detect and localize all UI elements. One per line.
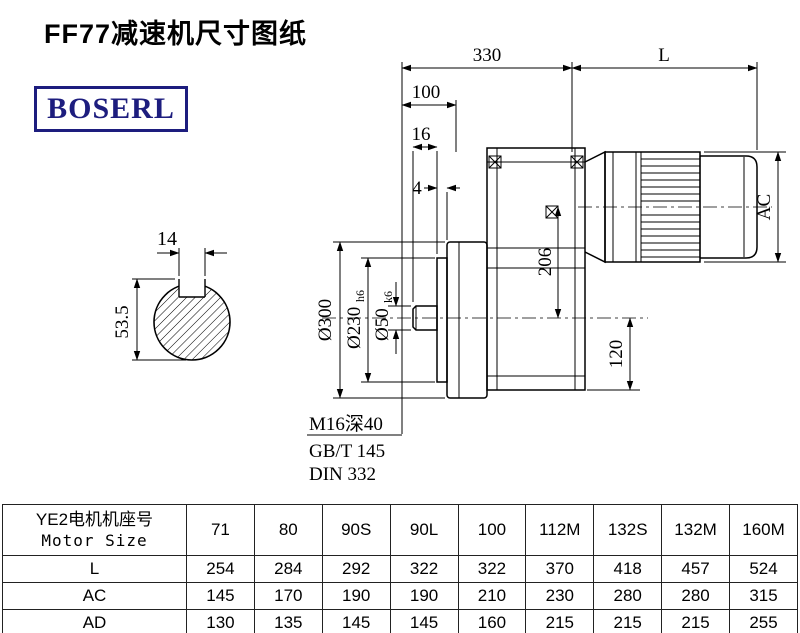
gb-standard-note: GB/T 145 [309,441,385,462]
flange-spigot [436,257,448,383]
dim-AC-label: AC [754,194,775,220]
dim-16-label: 16 [412,124,431,145]
gearbox-details [458,148,585,398]
gearbox-outline [412,147,586,399]
cell: 230 [525,582,595,610]
dia-230-tolerance-label: h6 [353,290,367,302]
bolt-hole-markers [488,155,584,219]
motor-size-header-cell: YE2电机机座号 Motor Size [2,504,187,556]
cell: 145 [389,609,459,633]
table-row-AC: AC 145 170 190 190 210 230 280 280 315 [2,582,798,610]
dia-50-tolerance-label: k6 [381,291,395,303]
cell: 418 [593,555,663,583]
cell: 254 [186,555,255,583]
dim-L-label: L [658,45,670,66]
motor-size-71: 71 [186,504,255,556]
boserl-logo: BOSERL [34,86,188,132]
motor-size-90s: 90S [321,504,391,556]
cell: 190 [321,582,391,610]
cell: 255 [729,609,798,633]
motor [584,150,758,264]
row-label: AD [2,609,187,633]
cell: 210 [457,582,527,610]
dim-120-label: 120 [606,340,627,369]
motor-size-80: 80 [253,504,323,556]
cell: 292 [321,555,391,583]
cell: 280 [661,582,730,610]
cell: 322 [389,555,459,583]
motor-dimension-table: YE2电机机座号 Motor Size 71 80 90S 90L 100 11… [2,504,798,633]
cell: 370 [525,555,595,583]
motor-size-132s: 132S [593,504,663,556]
table-header-row: YE2电机机座号 Motor Size 71 80 90S 90L 100 11… [2,504,798,556]
cell: 457 [661,555,730,583]
shaft-section-view: 14 53.5 [112,228,231,361]
header-line1: YE2电机机座号 [35,510,154,530]
boserl-logo-text: BOSERL [47,92,175,125]
cell: 170 [253,582,323,610]
centerlines [322,206,772,319]
table-row-L: L 254 284 292 322 322 370 418 457 524 [2,555,798,583]
cell: 190 [389,582,459,610]
dim-100-label: 100 [412,82,441,103]
page-title: FF77减速机尺寸图纸 [44,19,308,49]
din-standard-note: DIN 332 [309,464,376,485]
cell: 524 [729,555,798,583]
dim-206-label: 206 [535,248,556,277]
dia-50-label: Ø50 [372,308,393,341]
key-width-label: 14 [157,228,177,250]
cell: 315 [729,582,798,610]
motor-size-132m: 132M [661,504,730,556]
dia-230-label: Ø230 [344,307,365,349]
cell: 135 [253,609,323,633]
row-label: AC [2,582,187,610]
cell: 284 [253,555,323,583]
gearbox-dimension-drawing: 14 53.5 [112,45,786,485]
dia-300-label: Ø300 [315,299,336,341]
motor-size-100: 100 [457,504,527,556]
fan-cover [700,155,758,259]
cell: 145 [321,609,391,633]
thread-note: M16深40 [309,413,383,435]
motor-size-112m: 112M [525,504,595,556]
mounting-flange [446,241,488,399]
cell: 160 [457,609,527,633]
motor-cooling-fins [641,158,700,258]
header-line2: Motor Size [41,531,148,551]
cell: 145 [186,582,255,610]
motor-size-160m: 160M [729,504,798,556]
cell: 322 [457,555,527,583]
cell: 280 [593,582,663,610]
dimension-lines [307,62,786,436]
cell: 215 [593,609,663,633]
cell: 215 [525,609,595,633]
keyway-dimension-lines [132,248,227,361]
key-height-label: 53.5 [112,305,133,338]
row-label: L [2,555,187,583]
cell: 130 [186,609,255,633]
dim-330-label: 330 [473,45,502,66]
table-row-AD: AD 130 135 145 145 160 215 215 215 255 [2,609,798,633]
dim-4-label: 4 [412,178,422,199]
cell: 215 [661,609,730,633]
motor-size-90l: 90L [389,504,459,556]
keyway-slot [179,279,205,297]
